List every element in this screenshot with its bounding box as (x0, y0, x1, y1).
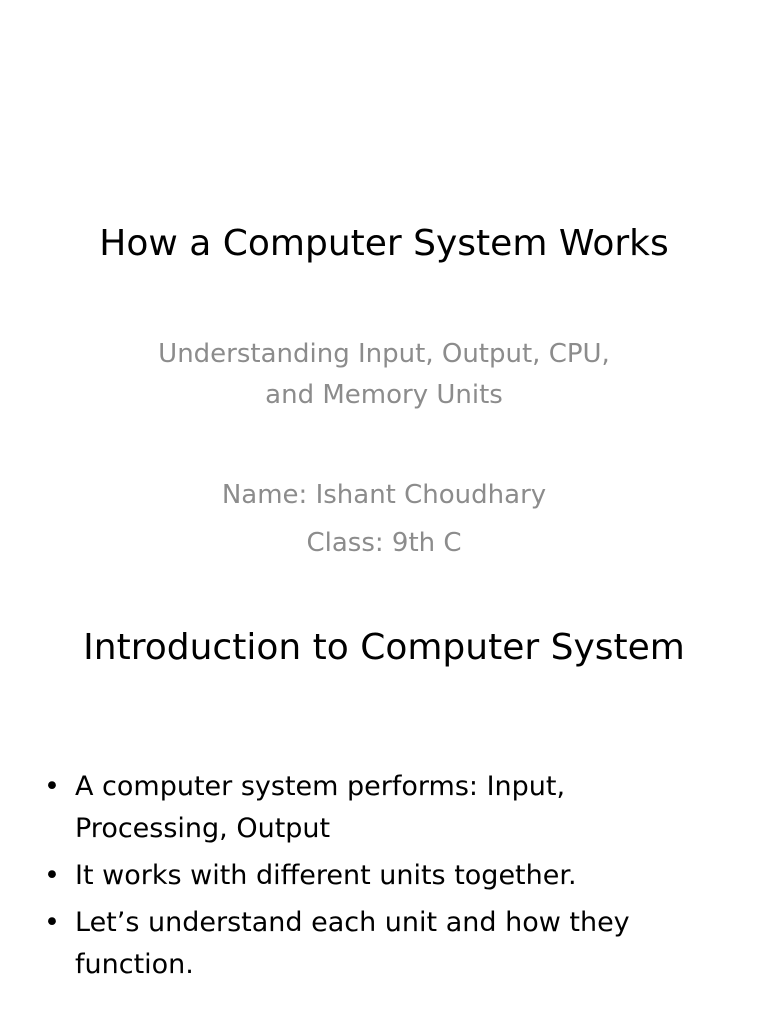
bullet-item: • Let’s understand each unit and how the… (44, 902, 724, 986)
slide-subtitle: Understanding Input, Output, CPU, and Me… (0, 334, 768, 416)
bullet-list: • A computer system performs: Input, Pro… (44, 766, 724, 991)
bullet-text: A computer system performs: Input, (75, 771, 566, 802)
slide-heading: Introduction to Computer System (83, 627, 685, 668)
bullet-text: Let’s understand each unit and how they (75, 907, 630, 938)
slide-title-heading: How a Computer System Works (99, 223, 669, 264)
bullet-item: • A computer system performs: Input, Pro… (44, 766, 724, 850)
bullet-text: Processing, Output (75, 813, 331, 844)
slide-introduction: Introduction to Computer System • A comp… (0, 578, 768, 1024)
slide-title: How a Computer System Works Understandin… (0, 223, 768, 578)
bullet-icon: • (44, 907, 60, 938)
student-info: Name: Ishant Choudhary Class: 9th C Scho… (0, 471, 768, 578)
student-school: School: Bansal Public School (0, 567, 768, 578)
bullet-icon: • (44, 860, 60, 891)
bullet-text: function. (75, 949, 194, 980)
subtitle-line: and Memory Units (265, 380, 503, 410)
subtitle-line: Understanding Input, Output, CPU, (158, 339, 610, 369)
student-class: Class: 9th C (306, 528, 462, 558)
student-name: Name: Ishant Choudhary (221, 480, 547, 510)
bullet-icon: • (44, 771, 60, 802)
bullet-item: • It works with different units together… (44, 855, 724, 897)
bullet-text: It works with different units together. (75, 860, 577, 891)
